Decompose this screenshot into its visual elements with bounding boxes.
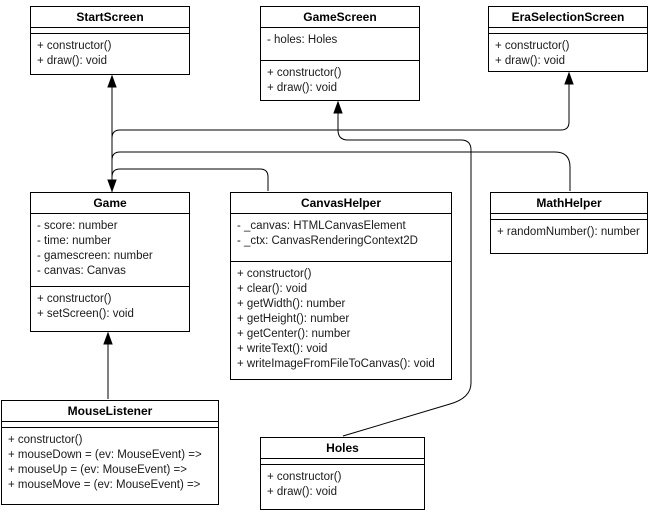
class-attribute: - time: number [37,235,112,247]
class-attributes-compartment: - score: number - time: number - gamescree… [31,214,189,287]
class-methods-compartment: + constructor() + setScreen(): void [31,287,189,331]
class-attributes-compartment [31,28,189,34]
class-title: CanvasHelper [231,193,451,214]
class-method: + mouseUp = (ev: MouseEvent) => [8,464,187,476]
class-attribute: - gamescreen: number [37,250,153,262]
class-title: Game [31,193,189,214]
class-method: + constructor() [37,293,112,305]
class-mouse-listener: MouseListener + constructor() + mouseDown … [1,400,219,505]
class-title: StartScreen [31,7,189,28]
class-method: + constructor() [495,40,570,52]
arrowhead-up-icon [107,74,117,88]
class-methods-compartment: + randomNumber(): number [491,220,647,253]
class-attributes-compartment: - holes: Holes [261,28,419,61]
class-attributes-compartment [489,28,647,34]
class-game-screen: GameScreen- holes: Holes+ constructor()+… [260,6,420,101]
class-method: + constructor() [267,67,342,79]
class-method: + constructor() [37,40,112,52]
class-start-screen: StartScreen + constructor() + draw(): void [30,6,190,75]
class-method: + getCenter(): number [237,328,351,340]
class-methods-compartment: + constructor() + draw(): void [261,61,419,100]
class-method: + writeImageFromFileToCanvas(): void [237,358,435,370]
class-methods-compartment: + constructor() + clear(): void + getWidth… [231,262,451,379]
class-method: + constructor() [267,471,342,483]
arrowhead-up-icon [564,71,574,85]
class-title: MathHelper [491,193,647,214]
class-method: + writeText(): void [237,343,328,355]
class-method: + constructor() [8,434,83,446]
class-attribute: - _canvas: HTMLCanvasElement [237,220,406,232]
class-method: + draw(): void [37,55,107,67]
class-attributes-compartment [261,459,424,465]
class-title: GameScreen [261,7,419,28]
class-methods-compartment: + constructor() + draw(): void [31,34,189,74]
class-holes: Holes + constructor() + draw(): void [260,437,425,510]
edge-holes-to-gamescreen [337,104,472,437]
class-method: + getHeight(): number [237,313,350,325]
class-methods-compartment: + constructor() + mouseDown = (ev: MouseE… [2,428,218,504]
arrowhead-up-icon [103,331,113,345]
class-method: + setScreen(): void [37,308,134,320]
class-method: + mouseDown = (ev: MouseEvent) => [8,449,202,461]
edge-game-to-canvashelper [111,168,269,192]
class-methods-compartment: + constructor() + draw(): void [261,465,424,509]
class-method: + constructor() [237,268,312,280]
class-method: + mouseMove = (ev: MouseEvent) => [8,479,201,491]
class-attribute: - holes: Holes [267,34,338,46]
class-attribute: - _ctx: CanvasRenderingContext2D [237,235,418,247]
class-methods-compartment: + constructor() + draw(): void [489,34,647,71]
class-attributes-compartment [491,214,647,220]
class-method: + draw(): void [267,82,337,94]
arrowhead-up-icon [333,100,343,114]
class-method: + getWidth(): number [237,298,346,310]
class-title: MouseListener [2,401,218,422]
class-title: Holes [261,438,424,459]
class-title: EraSelectionScreen [489,7,647,28]
class-attribute: - canvas: Canvas [37,265,126,277]
class-canvas-helper: CanvasHelper- _canvas: HTMLCanvasElement… [230,192,452,380]
class-attributes-compartment: - _canvas: HTMLCanvasElement - _ctx: Canv… [231,214,451,262]
class-attribute: - score: number [37,220,118,232]
class-method: + randomNumber(): number [497,226,640,238]
edge-game-to-mathhelper [111,151,571,192]
class-method: + draw(): void [495,55,565,67]
class-attributes-compartment [2,422,218,428]
edge-game-to-eraselectionscreen [111,75,570,192]
class-game: Game - score: number - time: number - games… [30,192,190,332]
class-math-helper: MathHelper + randomNumber(): number [490,192,648,254]
class-method: + clear(): void [237,283,307,295]
class-era-selection-screen: EraSelectionScreen + constructor() + draw(… [488,6,648,72]
class-method: + draw(): void [267,486,337,498]
